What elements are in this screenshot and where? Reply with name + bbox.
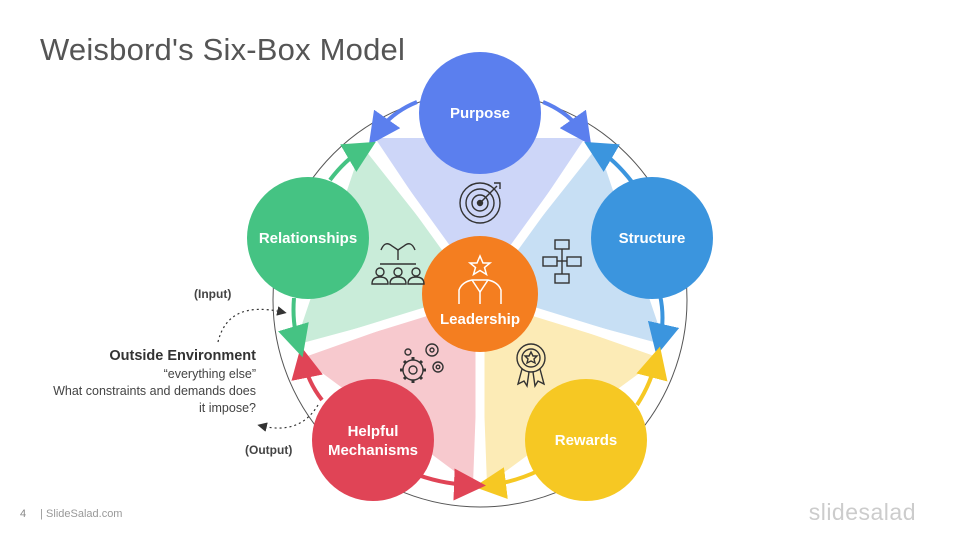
- mechanisms-label-line1: Helpful: [348, 423, 399, 440]
- outside-environment-block: Outside Environment “everything else” Wh…: [53, 348, 256, 417]
- footer: 4 | SlideSalad.com: [20, 508, 122, 520]
- environment-line-1: “everything else”: [163, 367, 256, 381]
- brand-logo: slidesalad: [808, 499, 916, 525]
- people-handshake-icon: [371, 243, 425, 285]
- environment-line-3: it impose?: [199, 401, 256, 415]
- gears-icon: [400, 343, 444, 383]
- arrow-relationships-down: [278, 297, 309, 358]
- circle-purpose: [419, 52, 541, 174]
- arrow-structure-down: [647, 294, 680, 356]
- rewards-label: Rewards: [555, 432, 618, 449]
- page-number: 4: [20, 508, 27, 520]
- output-label: (Output): [245, 443, 293, 457]
- arrow-relationships-up: [328, 141, 376, 182]
- structure-label: Structure: [619, 230, 686, 247]
- input-label: (Input): [194, 287, 232, 301]
- page-title: Weisbord's Six-Box Model: [40, 32, 406, 67]
- input-arrow: [217, 306, 287, 343]
- footer-source: | SlideSalad.com: [40, 508, 123, 520]
- environment-line-2: What constraints and demands does: [53, 384, 256, 398]
- circle-relationships: [247, 177, 369, 299]
- outside-environment-title: Outside Environment: [109, 348, 256, 364]
- arrow-rewards-up: [635, 346, 668, 407]
- purpose-label: Purpose: [450, 105, 510, 122]
- arrow-purpose-right: [542, 100, 592, 146]
- output-arrow: [257, 404, 319, 432]
- arrow-mechanisms-up: [291, 346, 324, 402]
- circle-mechanisms: [312, 379, 434, 501]
- circle-structure: [591, 177, 713, 299]
- leader-star-icon: [458, 254, 502, 304]
- circle-rewards: [525, 379, 647, 501]
- target-icon: [459, 182, 501, 224]
- mechanisms-label-line2: Mechanisms: [328, 442, 418, 459]
- org-chart-icon: [542, 239, 582, 284]
- leadership-label: Leadership: [440, 311, 520, 328]
- arrow-purpose-left: [368, 100, 418, 146]
- award-badge-icon: [516, 343, 546, 389]
- arrow-structure-up: [584, 141, 634, 184]
- relationships-label: Relationships: [259, 230, 357, 247]
